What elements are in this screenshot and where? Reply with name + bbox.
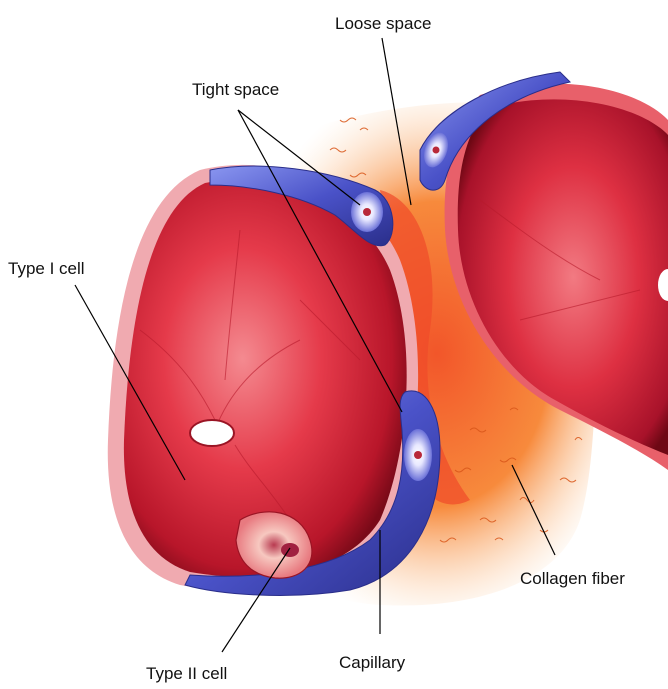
label-loose-space: Loose space [335,14,431,34]
label-tight-space: Tight space [192,80,279,100]
label-type2-cell: Type II cell [146,664,227,684]
label-type1-cell: Type I cell [8,259,85,279]
label-collagen-fiber: Collagen fiber [520,569,625,589]
pore-of-kohn [190,420,234,446]
label-capillary: Capillary [339,653,405,673]
